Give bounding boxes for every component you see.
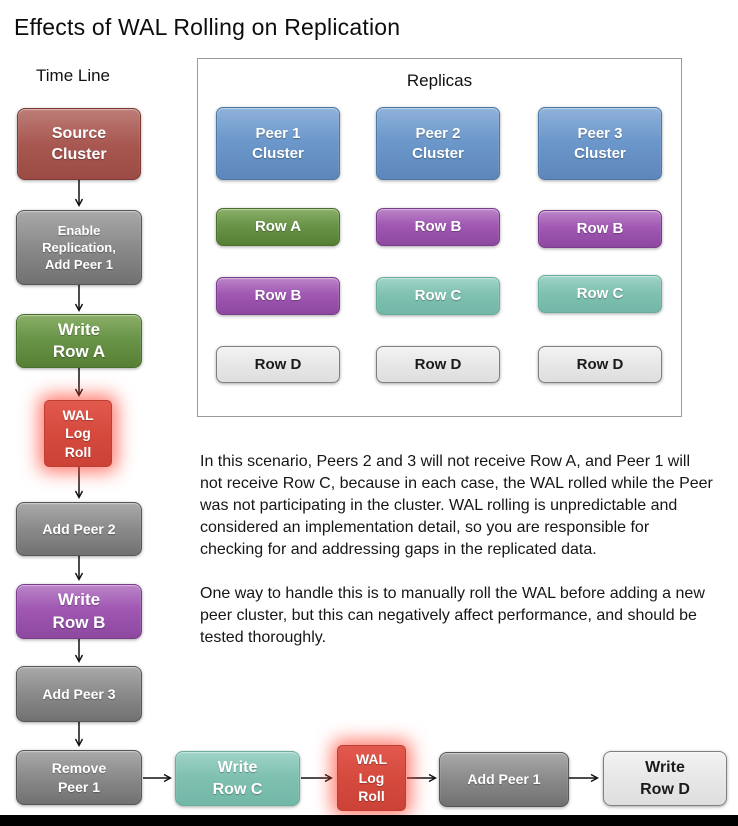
replica-peer-3-cluster: Peer 3 Cluster — [538, 107, 662, 180]
replica-peer-2-row-d: Row D — [376, 346, 500, 383]
page-title: Effects of WAL Rolling on Replication — [14, 14, 401, 40]
replica-peer-1-row-d: Row D — [216, 346, 340, 383]
description-paragraph-1: In this scenario, Peers 2 and 3 will not… — [200, 453, 713, 558]
replica-peer-2-cluster: Peer 2 Cluster — [376, 107, 500, 180]
replicas-panel: Replicas Peer 1 Cluster Row A Row B Row … — [197, 58, 682, 417]
timeline-label: Time Line — [36, 66, 111, 85]
replica-peer-2-row-c: Row C — [376, 277, 500, 315]
replica-peer-2-row-b: Row B — [376, 208, 500, 246]
flow-step-add-peer-2: Add Peer 2 — [16, 502, 142, 556]
flow-step-write-row-c: Write Row C — [175, 751, 300, 806]
flow-step-add-peer-1: Add Peer 1 — [439, 752, 569, 807]
flow-step-source-cluster: Source Cluster — [17, 108, 141, 180]
flow-step-write-row-a: Write Row A — [16, 314, 142, 368]
flow-step-remove-peer-1: Remove Peer 1 — [16, 750, 142, 805]
replica-peer-1-row-b: Row B — [216, 277, 340, 315]
flow-step-wal-log-roll-1: WAL Log Roll — [44, 400, 112, 467]
replica-peer-1-cluster: Peer 1 Cluster — [216, 107, 340, 180]
flow-step-enable-replication: Enable Replication, Add Peer 1 — [16, 210, 142, 285]
description-paragraph-2: One way to handle this is to manually ro… — [200, 585, 705, 646]
description-text: In this scenario, Peers 2 and 3 will not… — [200, 451, 715, 671]
flow-step-write-row-d: Write Row D — [603, 751, 727, 806]
flow-step-add-peer-3: Add Peer 3 — [16, 666, 142, 722]
flow-step-write-row-b: Write Row B — [16, 584, 142, 639]
replica-peer-3-row-c: Row C — [538, 275, 662, 313]
bottom-black-bar — [0, 815, 738, 826]
replica-peer-1-row-a: Row A — [216, 208, 340, 246]
replica-peer-3-row-d: Row D — [538, 346, 662, 383]
replicas-title: Replicas — [406, 71, 473, 90]
replica-peer-3-row-b: Row B — [538, 210, 662, 248]
flow-step-wal-log-roll-2: WAL Log Roll — [337, 745, 406, 811]
